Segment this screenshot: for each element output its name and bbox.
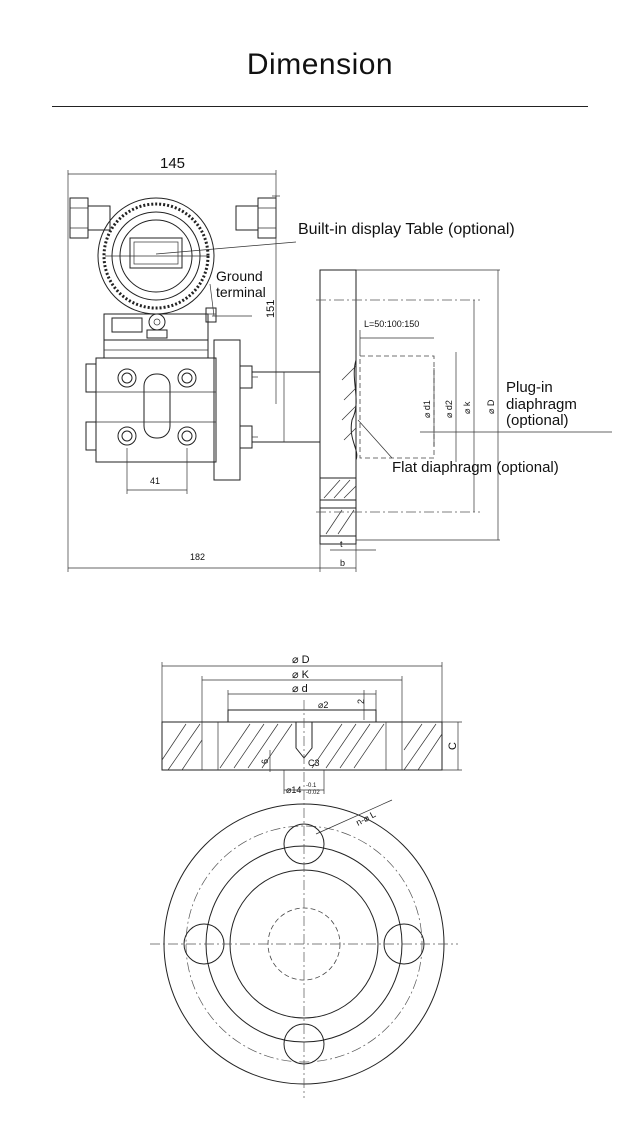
dim-k: ⌀ k <box>462 401 472 414</box>
callout-ground-line2: terminal <box>216 284 266 300</box>
dim-flange-6: 6 <box>260 759 270 764</box>
dim-182: 182 <box>190 552 205 562</box>
flange-section-drawing: ⌀ D ⌀ K ⌀ d ⌀2 2 <box>161 654 462 796</box>
dim-t: t <box>340 539 343 549</box>
dim-145: 145 <box>160 155 185 172</box>
dim-41: 41 <box>150 476 160 486</box>
dim-hole: n-⌀ L <box>354 809 377 828</box>
dim-flange-C3: C3 <box>308 758 320 768</box>
page-title: Dimension <box>246 48 394 81</box>
transmitter-drawing: 145 <box>67 155 612 572</box>
dim-flange-d: ⌀ d <box>292 683 308 695</box>
dim-flange-14: ⌀14 <box>286 785 301 795</box>
dim-flange-D: ⌀ D <box>292 654 310 666</box>
dim-d2: ⌀ d2 <box>444 400 454 418</box>
dim-D: ⌀ D <box>486 399 496 414</box>
dim-flange-C: C <box>447 742 459 750</box>
title-divider <box>52 106 588 107</box>
dim-L: L=50:100:150 <box>364 319 419 329</box>
callout-plugin-line2: diaphragm <box>506 396 577 413</box>
callout-ground-line1: Ground <box>216 268 263 284</box>
dim-flange-phi2: ⌀2 <box>318 700 328 710</box>
callout-plugin-line1: Plug-in <box>506 379 553 396</box>
flange-top-view: n-⌀ L <box>150 790 458 1098</box>
dim-d1: ⌀ d1 <box>422 400 432 418</box>
callout-flat: Flat diaphragm (optional) <box>392 459 559 476</box>
dim-flange-2: 2 <box>356 699 366 704</box>
dim-flange-tol-up: -0.1 <box>306 783 317 789</box>
dim-b: b <box>340 558 345 568</box>
dim-flange-tol-dn: -0.02 <box>306 790 320 796</box>
callout-display: Built-in display Table (optional) <box>298 221 515 238</box>
dim-flange-K: ⌀ K <box>292 669 310 681</box>
callout-plugin-line3: (optional) <box>506 412 569 429</box>
dim-151: 151 <box>265 300 277 318</box>
